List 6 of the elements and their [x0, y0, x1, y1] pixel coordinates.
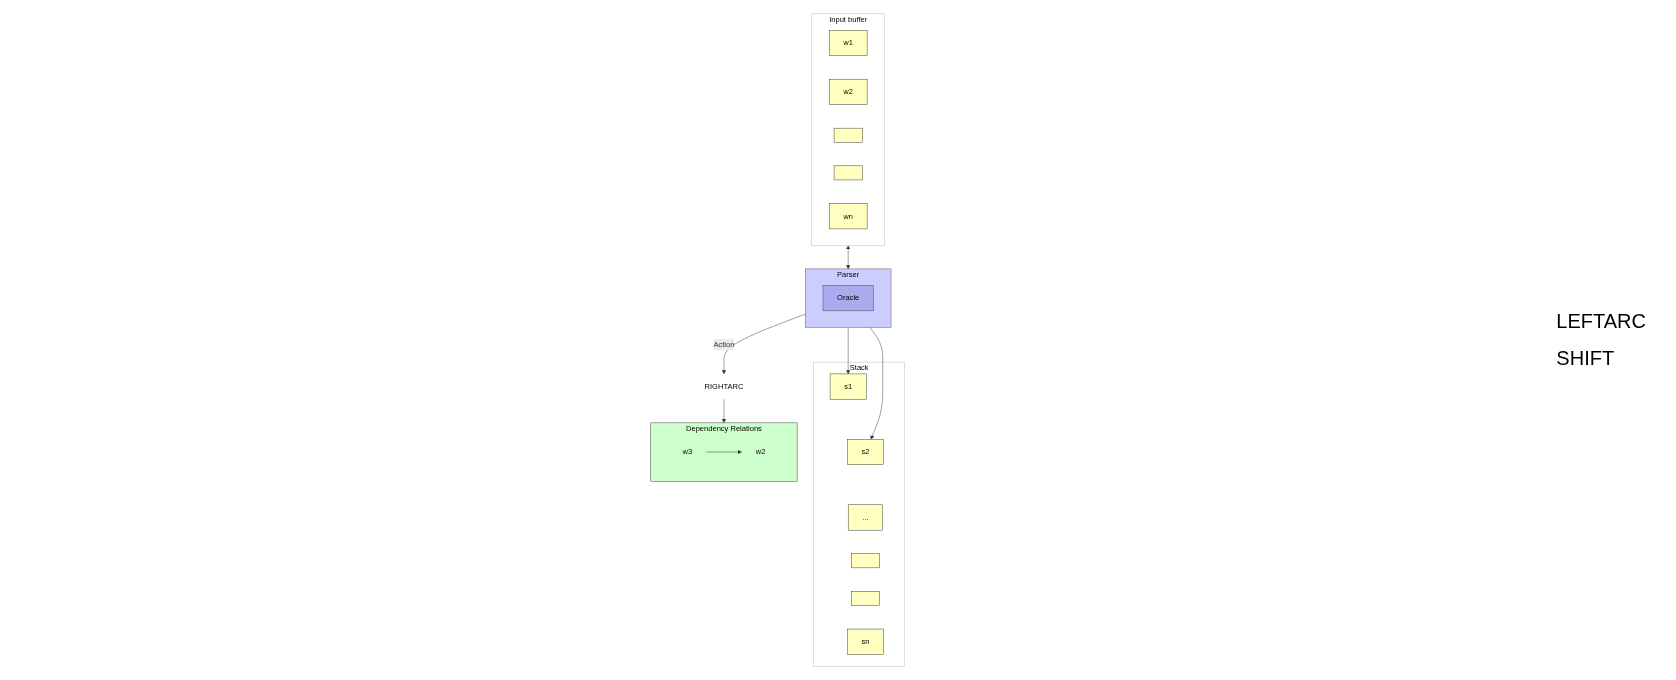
node-box	[851, 591, 881, 606]
action-name: SHIFT	[1556, 347, 1616, 370]
action-name: LEFTARC	[1556, 310, 1646, 333]
node-box	[834, 165, 863, 181]
node-box	[851, 553, 881, 569]
node-box	[834, 127, 863, 143]
